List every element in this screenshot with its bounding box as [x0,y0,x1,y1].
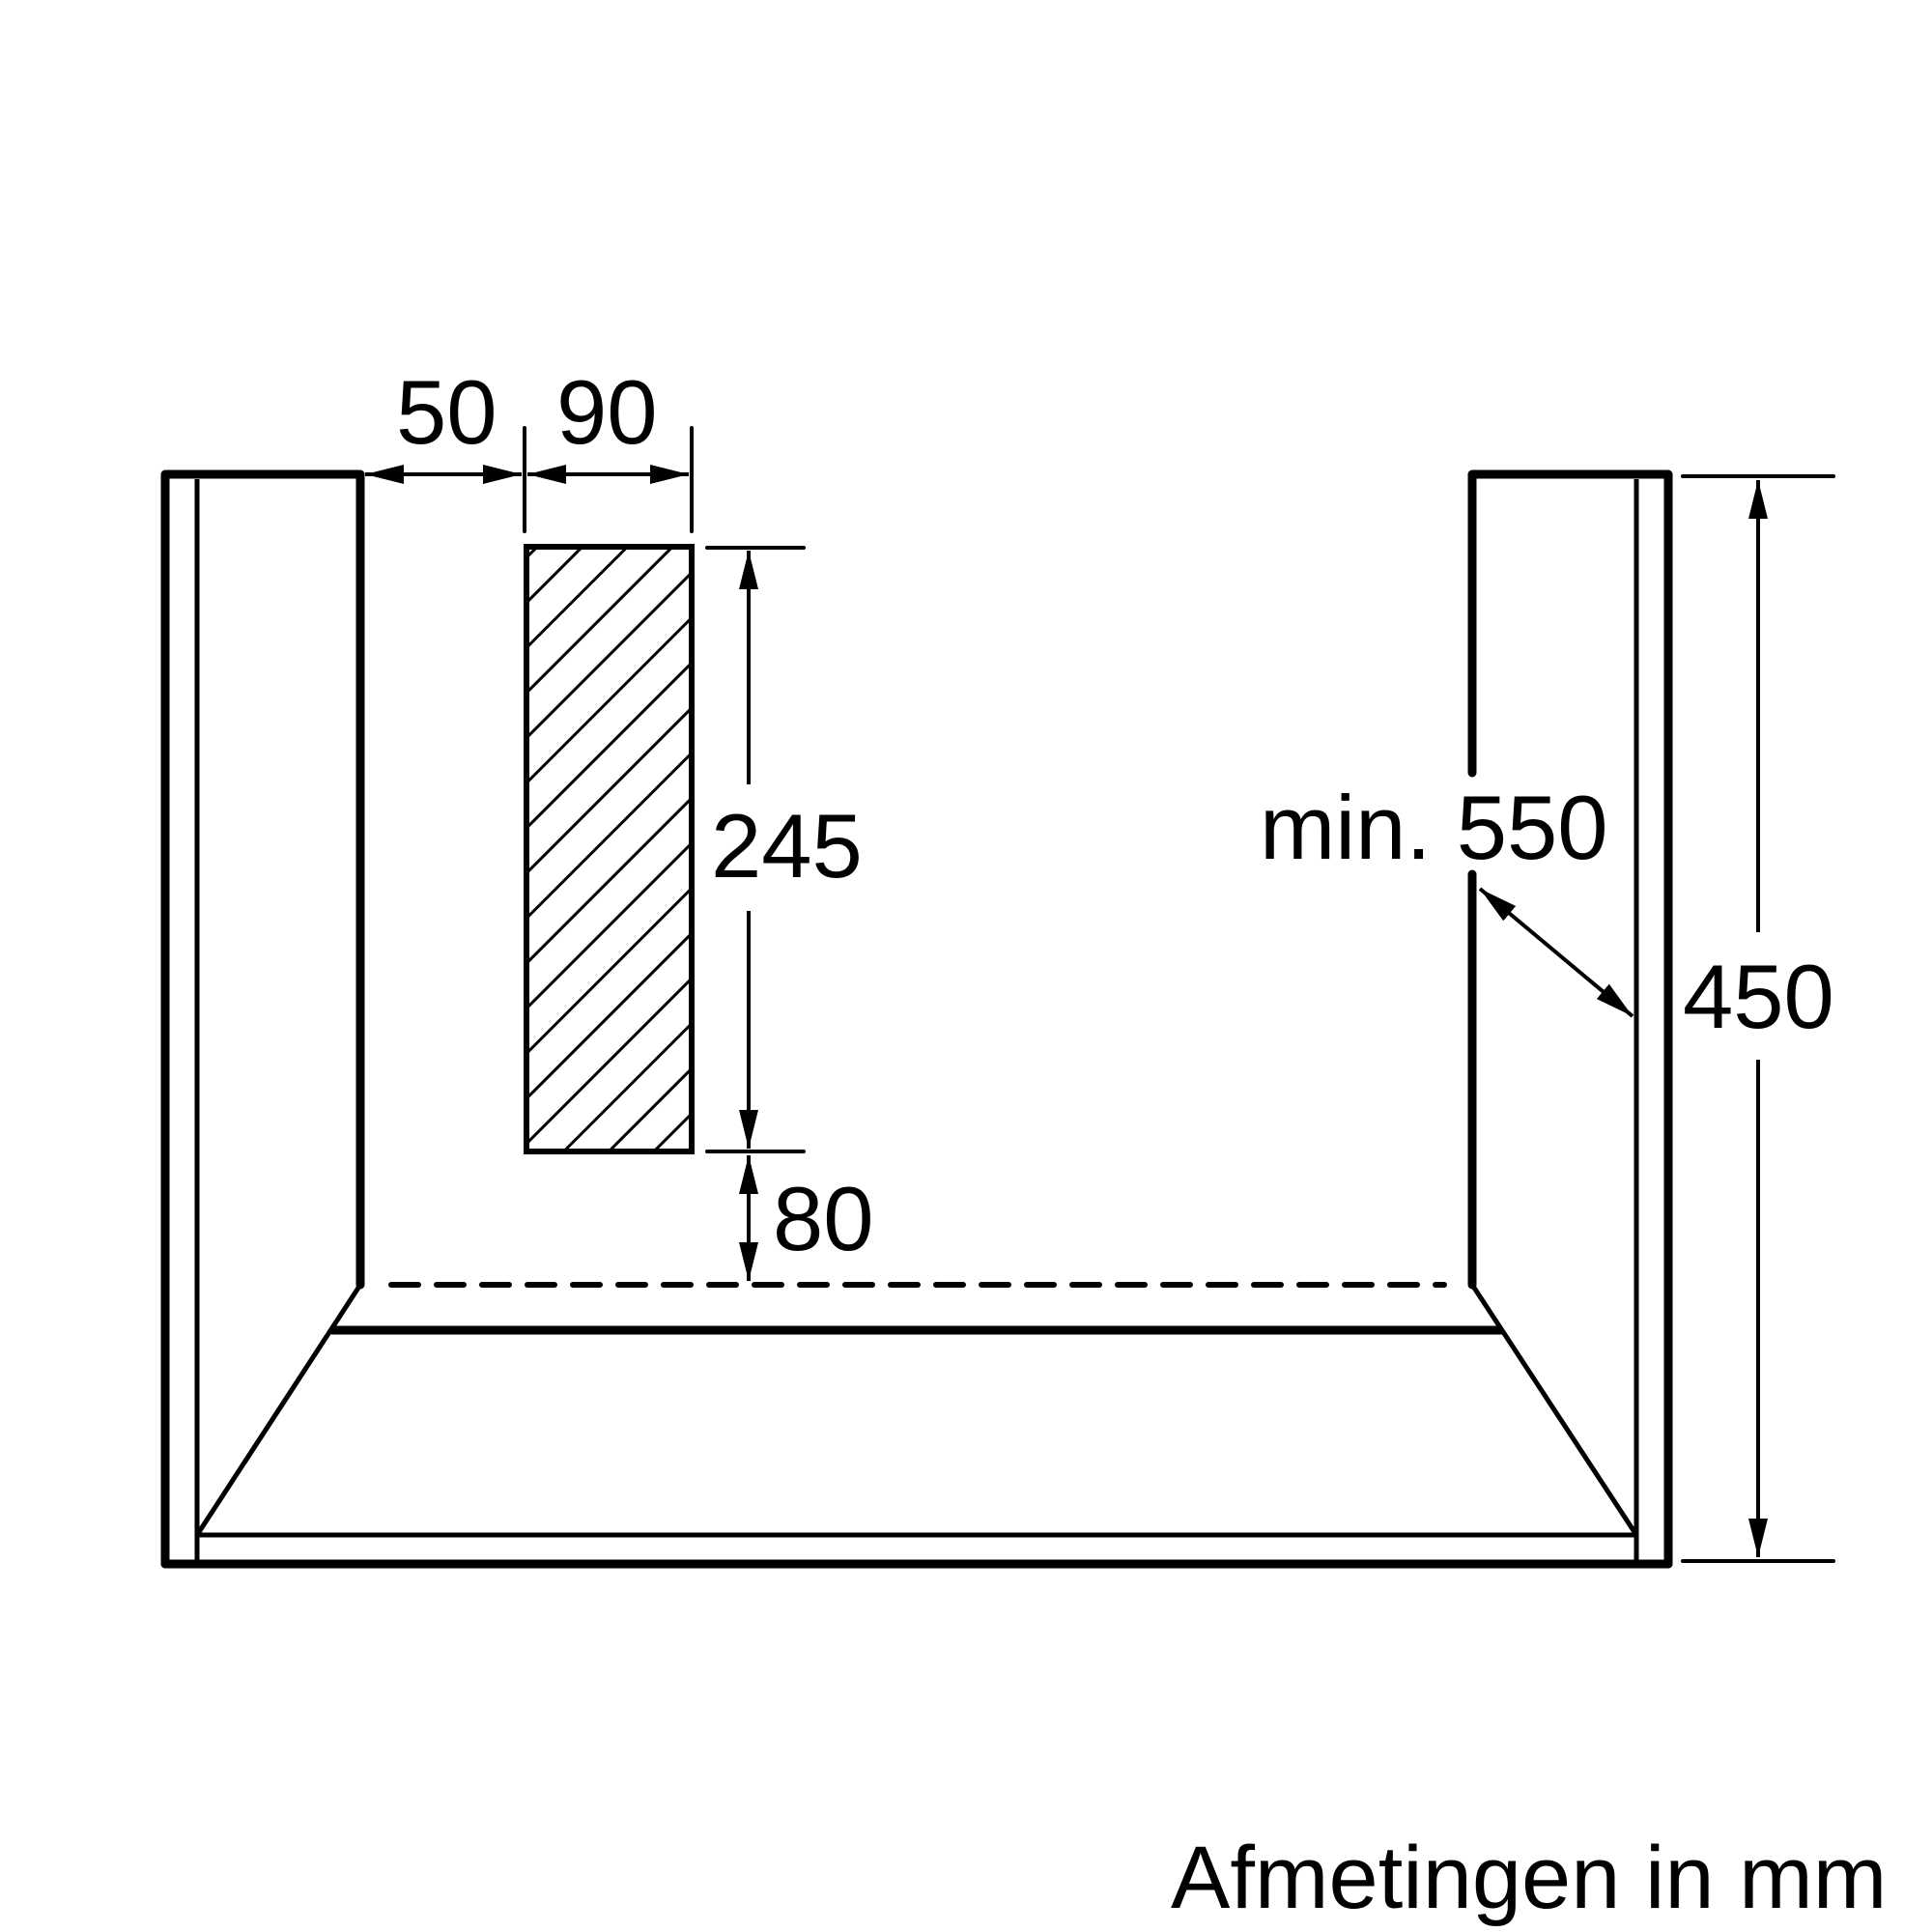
dimension-min-depth [1478,887,1634,1018]
right-cabinet-panel [1467,469,1673,1569]
label-bottom-offset: 80 [773,1168,874,1269]
label-min-depth: min. 550 [1260,777,1608,878]
label-cutout-height: 245 [711,795,863,896]
dimension-cutout-height [705,546,806,1153]
hatched-cutout [524,544,695,1154]
appliance-outline [194,1283,1639,1537]
dimension-total-height [1681,474,1835,1563]
cabinet-bottom [160,1532,1673,1569]
label-cutout-width: 90 [556,361,658,463]
label-total-height: 450 [1683,946,1834,1047]
left-cabinet-panel [160,469,365,1569]
unit-caption: Afmetingen in mm [1171,1829,1888,1927]
dimension-top-horizontal [365,426,694,533]
label-gap-left: 50 [396,361,497,463]
